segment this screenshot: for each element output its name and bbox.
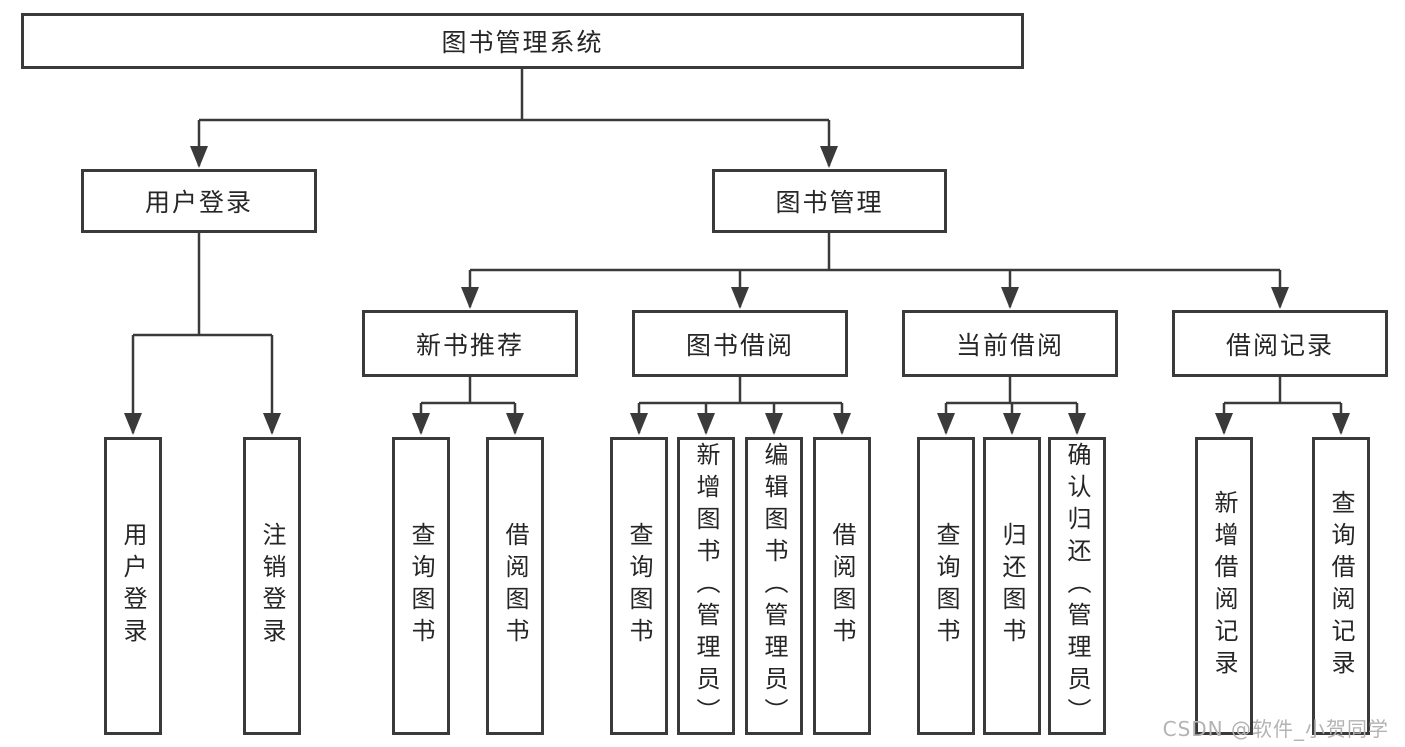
node-new-book-recommend: 新书推荐 xyxy=(362,310,578,377)
leaf-label: 编辑图书（管理员） xyxy=(760,442,788,730)
leaf-label: 归还图书 xyxy=(998,522,1026,650)
leaf-logout: 注销登录 xyxy=(243,437,301,735)
leaf-label: 新增借阅记录 xyxy=(1210,490,1238,682)
leaf-return-book: 归还图书 xyxy=(983,437,1041,735)
leaf-label: 查询图书 xyxy=(407,522,435,650)
node-book-management: 图书管理 xyxy=(712,169,947,233)
node-book-borrow: 图书借阅 xyxy=(632,310,848,377)
leaf-add-book-admin: 新增图书（管理员） xyxy=(677,437,735,735)
node-current-borrow: 当前借阅 xyxy=(902,310,1118,377)
leaf-label: 借阅图书 xyxy=(501,522,529,650)
node-root: 图书管理系统 xyxy=(21,13,1024,69)
leaf-label: 查询借阅记录 xyxy=(1327,490,1355,682)
leaf-add-borrow-record: 新增借阅记录 xyxy=(1195,437,1253,735)
leaf-label: 注销登录 xyxy=(258,522,286,650)
leaf-edit-book-admin: 编辑图书（管理员） xyxy=(745,437,803,735)
node-borrow-records: 借阅记录 xyxy=(1172,310,1388,377)
leaf-label: 用户登录 xyxy=(119,522,147,650)
leaf-borrow-query-book: 查询图书 xyxy=(610,437,668,735)
leaf-label: 确认归还（管理员） xyxy=(1063,442,1091,730)
leaf-user-login: 用户登录 xyxy=(104,437,162,735)
leaf-recommend-query-book: 查询图书 xyxy=(392,437,450,735)
leaf-label: 查询图书 xyxy=(932,522,960,650)
leaf-label: 查询图书 xyxy=(625,522,653,650)
leaf-borrow-book: 借阅图书 xyxy=(813,437,871,735)
leaf-current-query-book: 查询图书 xyxy=(917,437,975,735)
node-user-login: 用户登录 xyxy=(81,169,317,233)
leaf-query-borrow-record: 查询借阅记录 xyxy=(1312,437,1370,735)
leaf-label: 借阅图书 xyxy=(828,522,856,650)
leaf-recommend-borrow-book: 借阅图书 xyxy=(486,437,544,735)
leaf-confirm-return-admin: 确认归还（管理员） xyxy=(1048,437,1106,735)
leaf-label: 新增图书（管理员） xyxy=(692,442,720,730)
csdn-watermark: CSDN @软件_小贺同学 xyxy=(1162,717,1389,741)
